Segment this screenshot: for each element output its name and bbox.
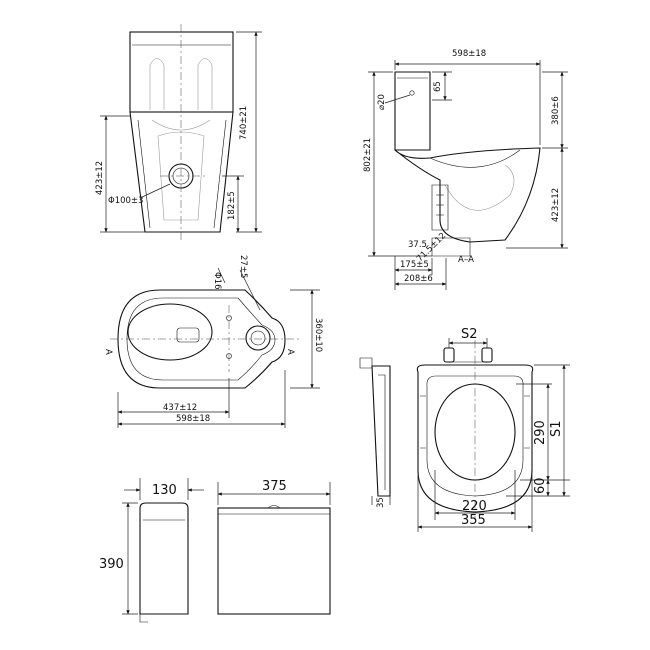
- side-floor-fixing-label: 208±6: [404, 274, 433, 284]
- seat-hinge-right: [481, 347, 493, 363]
- front-view: Φ100±3 740±21 423±12 182±5: [95, 24, 262, 240]
- side-tank-height-label: 380±6: [551, 96, 561, 125]
- seat-inner-length-label: 290: [533, 420, 548, 445]
- side-button-diameter-label: ⌀20: [377, 94, 387, 110]
- front-outlet-height-label: 423±12: [95, 161, 105, 195]
- side-button-circle: [409, 90, 415, 96]
- side-total-height-label: 802±21: [363, 138, 373, 172]
- side-cistern-outline: [394, 71, 431, 151]
- top-waste-circle: [245, 325, 271, 351]
- front-inlet-height-label: 182±5: [227, 191, 237, 220]
- side-view: ⌀20 A–A 598±18 65 802±21 380±6 423±12 37…: [363, 49, 568, 290]
- front-total-height-label: 740±21: [239, 106, 249, 140]
- side-outlet-wall-label: 175±5: [400, 260, 429, 270]
- seat-hinge-spacing-label: S2: [461, 327, 478, 342]
- cistern-front-outline: [217, 507, 331, 615]
- seat-inner-width-label: 220: [462, 499, 487, 514]
- side-bowl-height-label: 423±12: [551, 188, 561, 222]
- top-bowl-opening: [127, 303, 213, 361]
- cistern-side-outline: [139, 502, 189, 615]
- top-fixing-distance-label: 437±12: [163, 403, 197, 413]
- top-depth-label: 360±10: [313, 318, 323, 352]
- seat-total-length-label: S1: [549, 420, 564, 437]
- top-hole-spacing-label: 27±5: [238, 255, 248, 278]
- top-hole-diameter-label: Φ16: [212, 272, 222, 290]
- seat-profile: [371, 365, 391, 497]
- top-total-length-label: 598±18: [176, 414, 210, 424]
- seat-front-offset-label: 60: [533, 477, 548, 494]
- seat-view: 35 S2 290 60 S1 220 355: [359, 327, 570, 532]
- front-pan-outline: [129, 111, 234, 233]
- side-tank-top-label: 65: [433, 81, 443, 92]
- seat-thickness-label: 35: [376, 497, 386, 508]
- cistern-depth-label: 130: [152, 483, 177, 498]
- side-total-width-label: 598±18: [452, 49, 486, 59]
- seat-outline: [416, 364, 534, 513]
- cistern-views: 130 390 375: [99, 478, 331, 623]
- top-section-right: A: [285, 349, 295, 355]
- top-view: Φ16 27±5 A A 360±10 437±12 598±18: [103, 255, 323, 428]
- front-cistern-outline: [129, 31, 234, 113]
- top-section-left: A: [103, 349, 113, 355]
- seat-outer-width-label: 355: [461, 513, 486, 528]
- cistern-width-label: 375: [262, 479, 287, 494]
- side-section-label: A–A: [458, 255, 474, 265]
- front-outlet-diameter-label: Φ100±3: [108, 196, 143, 206]
- seat-hinge-left: [443, 347, 455, 363]
- side-bowl-outline: [394, 147, 541, 243]
- cistern-height-label: 390: [99, 557, 124, 572]
- top-pan-outline: [117, 289, 286, 389]
- side-outlet-height-label: 37.5: [408, 240, 427, 250]
